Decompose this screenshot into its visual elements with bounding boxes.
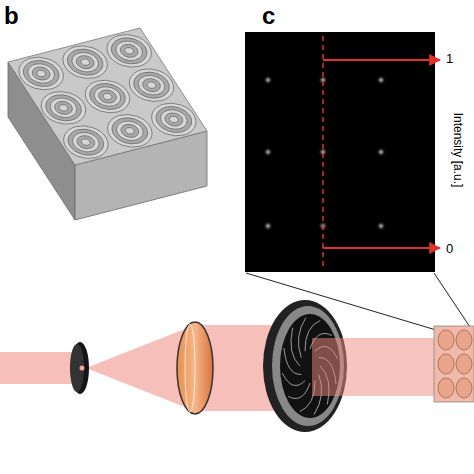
micro-lens (56, 122, 116, 163)
micro-lens (124, 127, 136, 135)
micro-lens (156, 107, 192, 132)
micro-lens (80, 138, 92, 146)
micro-lens (456, 354, 472, 374)
focal-spot (376, 75, 386, 85)
axis-tick: 1 (446, 52, 453, 65)
wheel-blade (282, 373, 305, 385)
panel-letter: c (262, 4, 275, 28)
focal-spot (263, 147, 273, 157)
micro-lens (46, 96, 82, 121)
micro-lens (111, 39, 147, 64)
micro-lens (438, 354, 454, 374)
micro-lens (90, 84, 126, 109)
lens-array-block (8, 28, 207, 220)
micro-lens (140, 77, 164, 93)
panel-letter: b (4, 4, 19, 28)
micro-lens (67, 50, 103, 75)
micro-lens (438, 378, 454, 398)
micro-lens (100, 110, 160, 151)
micro-lens (150, 103, 198, 136)
micro-lens (438, 330, 454, 350)
micro-lens (123, 47, 135, 55)
micro-lens (117, 43, 141, 59)
micro-lens (79, 58, 91, 66)
micro-lens (29, 65, 53, 81)
intensity-image (245, 32, 440, 272)
micro-lens (456, 330, 472, 350)
micro-lens (99, 30, 159, 71)
micro-lens (34, 87, 94, 128)
axis-title: Intensity [a.u.] (452, 113, 464, 188)
micro-lens (62, 126, 110, 159)
axis-tick: 0 (446, 242, 453, 255)
micro-lens (61, 46, 109, 79)
focal-spot (263, 221, 273, 231)
micro-lens (102, 92, 114, 100)
micro-lens (78, 76, 138, 117)
micro-lens (23, 61, 59, 86)
micro-lens (52, 100, 76, 116)
focal-spot (376, 221, 386, 231)
micro-lens (106, 114, 154, 147)
micro-lens (122, 65, 182, 106)
micro-lens (134, 73, 170, 98)
focal-spot (263, 75, 273, 85)
micro-lens (74, 134, 98, 150)
micro-lens (144, 99, 204, 140)
micro-lens (146, 81, 158, 89)
micro-lens (58, 104, 70, 112)
micro-lens (105, 34, 153, 67)
micro-lens (118, 123, 142, 139)
micro-lens (456, 378, 472, 398)
micro-lens (96, 88, 120, 104)
micro-lens (55, 42, 115, 83)
micro-lens (128, 69, 176, 102)
wheel-blade (288, 383, 310, 399)
micro-lens (40, 91, 88, 124)
micro-lens (168, 115, 180, 123)
micro-lens (84, 80, 132, 113)
wheel-blade (298, 318, 306, 358)
micro-lens (73, 54, 97, 70)
micro-lens (112, 119, 148, 144)
micro-lens (17, 57, 65, 90)
optical-setup (0, 300, 474, 432)
micro-lens (11, 53, 71, 94)
micro-lens (68, 130, 104, 155)
micro-lens (162, 111, 186, 127)
wheel-blade (284, 348, 301, 375)
micro-lens (35, 69, 47, 77)
focal-spot (376, 147, 386, 157)
